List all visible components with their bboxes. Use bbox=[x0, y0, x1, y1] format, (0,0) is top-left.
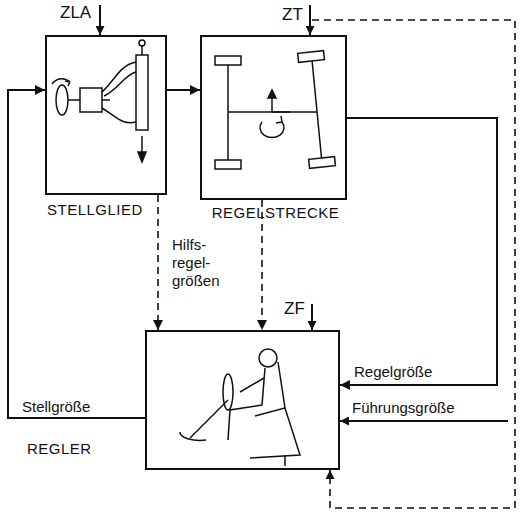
signal-label: Stellgröße bbox=[20, 398, 92, 416]
signal-line bbox=[8, 90, 145, 418]
block-heading: STELLGLIED bbox=[47, 201, 143, 218]
auxiliary-signal-line bbox=[157, 195, 159, 330]
disturbance-arrow bbox=[309, 5, 311, 35]
controller-box: REGLER bbox=[145, 330, 340, 470]
auxiliary-label: Hilfs- regel- größen bbox=[170, 236, 238, 290]
reference-arrow bbox=[340, 420, 508, 422]
disturbance-label: ZT bbox=[280, 6, 305, 24]
actuator-drawing bbox=[52, 40, 148, 162]
signal-label: Regelgröße bbox=[352, 363, 434, 381]
actuator-box: STELLGLIED bbox=[45, 35, 167, 195]
disturbance-arrow bbox=[311, 304, 313, 330]
signal-label: Führungsgröße bbox=[350, 399, 457, 417]
disturbance-label: ZF bbox=[282, 300, 307, 318]
driver-drawing bbox=[180, 349, 300, 466]
dashed-feedback bbox=[312, 20, 515, 508]
plant-box: REGELSTRECKE bbox=[200, 35, 347, 200]
signal-line bbox=[340, 118, 497, 385]
block-heading: REGELSTRECKE bbox=[212, 204, 340, 221]
vehicle-drawing bbox=[215, 51, 335, 169]
disturbance-arrow bbox=[99, 5, 101, 35]
signal-line bbox=[167, 89, 200, 91]
disturbance-label: ZLA bbox=[58, 4, 93, 22]
block-heading: REGLER bbox=[27, 440, 92, 457]
